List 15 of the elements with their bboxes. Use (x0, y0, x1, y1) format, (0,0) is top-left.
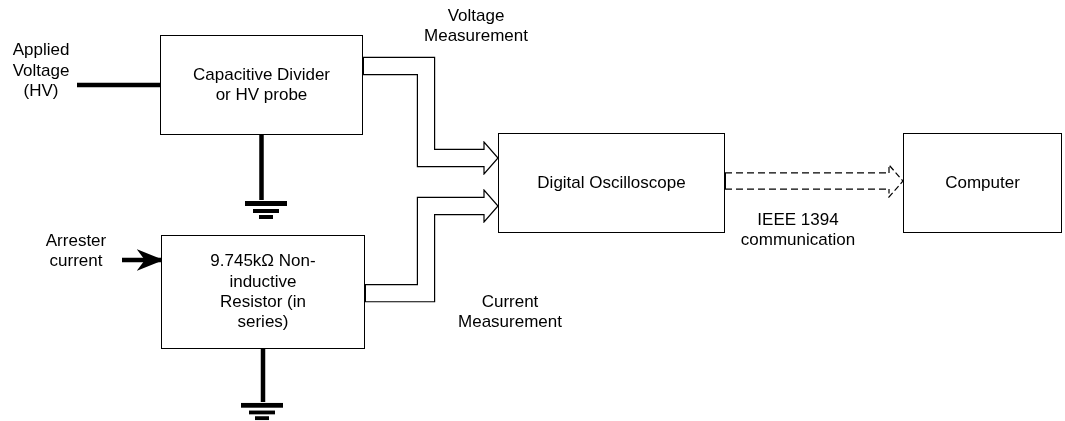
block-box (903, 133, 1062, 233)
wire-line (259, 135, 264, 200)
input-label: Arrester current (44, 230, 108, 272)
wire-line (77, 82, 160, 88)
ground-symbol (245, 200, 287, 220)
box-label: Computer (944, 172, 1021, 194)
box-label: Capacitive Divider or HV probe (192, 64, 331, 106)
block-box (498, 133, 725, 233)
ground-symbol (241, 402, 283, 421)
wire-line (260, 349, 266, 402)
block-box (160, 35, 363, 135)
block-box (161, 235, 365, 349)
box-label: 9.745kΩ Non-inductive Resistor (in series) (209, 251, 317, 333)
box-label: Digital Oscilloscope (536, 172, 687, 194)
input-label: Applied Voltage (HV) (11, 40, 71, 102)
